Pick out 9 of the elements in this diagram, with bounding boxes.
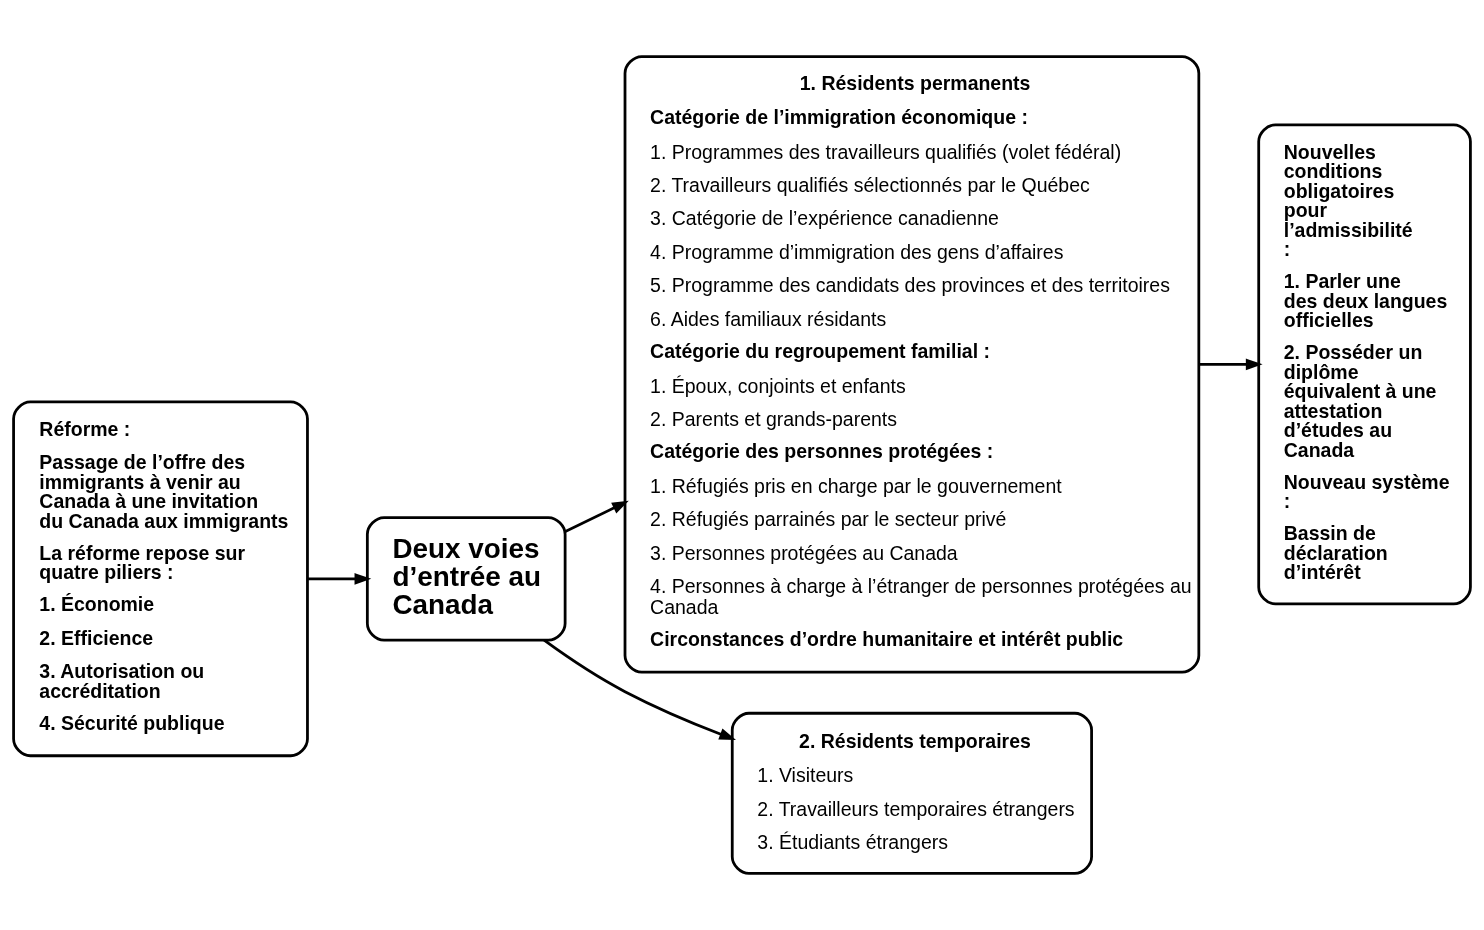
node-box: 1. Résidents permanents Catégorie de l’immigration économique : 1. Programmes des travailleurs qualifiés (volet fédéral) 2. Travailleurs qualifiés sélectionnés par le Québec 3. Catégorie de l’expérience canadienne 4. Programme d’immigration des gens d’affaires 5. Programme des candidats des provinces et des territoires 6. Aides familiaux résidants Catégorie du regroupement familial : 1. Époux, conjoints et enfants 2. Parents et grands-parents Catégorie des personnes protégées : 1. Réfugiés pris en charge par le gouvernement 2. Réfugiés parrainés par le secteur privé 3. Personnes protégées au Canada 4. Personnes à charge à l’étranger de personnes protégées au Canada Circonstances d’ordre humanitaire et intérêt public	[623, 55, 1201, 674]
node-box: Deux voies d’entrée au Canada	[365, 516, 567, 642]
arrow	[564, 500, 629, 533]
arrow	[543, 639, 737, 740]
node-box: Nouvelles conditions obligatoires pour l’admissibilité : 1. Parler une des deux langues officielles 2. Posséder un diplôme équivalent à une attestation d’études au Canada Nouveau système : Bassin de déclaration d’intérêt	[1257, 123, 1472, 606]
arrow	[307, 573, 372, 585]
node-box: Réforme : Passage de l’offre des immigrants à venir au Canada à une invitation du Canada aux immigrants La réforme repose sur quatre piliers : 1. Économie 2. Efficience 3. Autorisation ou accréditation 4. Sécurité publique	[12, 400, 309, 758]
node-box: 2. Résidents temporaires 1. Visiteurs 2. Travailleurs temporaires étrangers 3. Étudiants étrangers	[730, 711, 1093, 875]
arrow	[1198, 358, 1263, 371]
